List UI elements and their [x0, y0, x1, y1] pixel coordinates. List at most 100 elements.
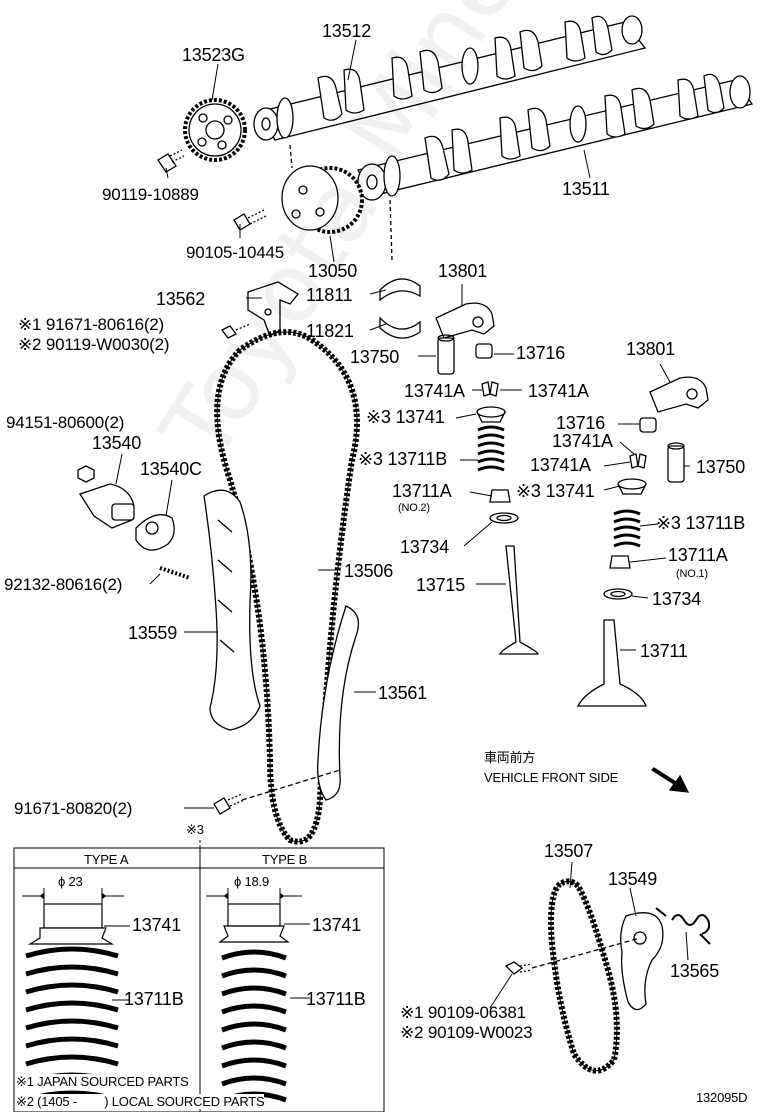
type-a-diameter: ϕ 23 — [58, 874, 83, 889]
label-13715: 13715 — [416, 575, 466, 595]
label-13741-upper: ※3 13741 — [366, 407, 445, 427]
label-13711: 13711 — [640, 641, 688, 661]
label-13801-lower: 13801 — [626, 339, 676, 359]
rocker-arm-13801-upper — [435, 302, 495, 339]
spring-retainer-13741-lower — [617, 478, 647, 495]
label-front-jp: 車両前方 — [484, 750, 536, 765]
label-13562: 13562 — [156, 289, 206, 309]
leader-lines — [115, 39, 690, 1009]
label-90109-W0023: ※2 90109-W0023 — [400, 1023, 533, 1042]
label-13540: 13540 — [92, 433, 142, 453]
label-13711A-upper: 13711A — [392, 481, 452, 501]
valve-spring-13711B-lower — [613, 509, 641, 548]
tensioner-spring-13565 — [655, 907, 711, 945]
label-13512: 13512 — [322, 21, 372, 41]
vvt-gear-13050 — [281, 144, 393, 261]
chain-slipper-13559 — [203, 489, 261, 731]
valve-seal-13734-lower — [603, 588, 633, 600]
lash-adjuster-13750-upper — [437, 334, 455, 375]
label-90109-06381: ※1 90109-06381 — [400, 1003, 526, 1022]
label-13511: 13511 — [562, 179, 610, 199]
label-note3: ※3 — [186, 822, 204, 837]
label-94151-80600: 94151-80600(2) — [6, 413, 125, 432]
bearing-11821 — [379, 316, 421, 339]
rocker-arm-13801-lower — [649, 376, 709, 413]
valve-keepers-13741A-lower — [629, 453, 647, 469]
label-13711B-upper: ※3 13711B — [358, 449, 448, 469]
camshaft-13511 — [357, 73, 754, 201]
bearing-11811 — [379, 278, 421, 302]
label-13734-upper: 13734 — [400, 537, 450, 557]
valve-cap-13716-lower — [639, 417, 657, 433]
spring-seat-13711A-lower — [609, 555, 631, 569]
diagram-id: 132095D — [696, 1090, 748, 1105]
label-13549: 13549 — [608, 869, 658, 889]
bolt-90119-10889 — [157, 149, 185, 173]
type-a-retainer-label: 13741 — [132, 915, 182, 935]
type-b-diameter: ϕ 18.9 — [234, 874, 269, 889]
valve-seal-13734-upper — [489, 512, 519, 524]
type-a-spring-label: 13711B — [124, 989, 184, 1009]
label-13523G: 13523G — [182, 45, 245, 65]
bolt-91671-80820 — [213, 769, 341, 815]
label-92132-80616: 92132-80616(2) — [4, 575, 123, 594]
footnote-japan-sourced: ※1 JAPAN SOURCED PARTS — [16, 1074, 189, 1089]
stud-92132-80616 — [159, 566, 191, 580]
label-90119-10889: 90119-10889 — [102, 185, 199, 204]
type-a-title: TYPE A — [84, 852, 129, 867]
nut-94151-80600 — [77, 465, 95, 483]
spring-retainer-13741-upper — [476, 406, 506, 423]
label-91671-80820: 91671-80820(2) — [14, 799, 133, 818]
label-13750-lower: 13750 — [696, 457, 746, 477]
exhaust-valve-13715 — [498, 545, 539, 655]
label-13734-lower: 13734 — [652, 589, 702, 609]
label-13741-lower: ※3 13741 — [516, 481, 595, 501]
label-91671-80616: ※1 91671-80616(2) — [18, 315, 165, 334]
label-90105-10445: 90105-10445 — [186, 243, 285, 262]
chain-tensioner-arm-13549 — [620, 912, 664, 1011]
oil-pump-chain-13507 — [548, 878, 620, 1074]
valve-keepers-13741A-upper — [481, 381, 499, 397]
type-a-drawing — [22, 888, 130, 1103]
label-13716-upper: 13716 — [516, 343, 566, 363]
label-13711A-no2: (NO.2) — [398, 502, 430, 514]
label-13741A-lower-2: 13741A — [530, 455, 591, 475]
label-13741A-lower-1: 13741A — [552, 431, 613, 451]
label-13559: 13559 — [128, 623, 178, 643]
label-13716-lower: 13716 — [556, 413, 606, 433]
label-13741A-upper-right: 13741A — [528, 381, 589, 401]
label-13750-upper: 13750 — [350, 347, 400, 367]
label-13741A-upper-left: 13741A — [404, 381, 465, 401]
type-table — [13, 840, 385, 1112]
label-11811: 11811 — [306, 285, 353, 305]
lash-adjuster-13750-lower — [667, 442, 685, 483]
vehicle-front-arrow — [650, 767, 690, 793]
label-13507: 13507 — [544, 841, 594, 861]
label-90119-W0030: ※2 90119-W0030(2) — [18, 335, 170, 354]
chain-damper-13561 — [317, 605, 360, 801]
intake-valve-13711 — [576, 619, 647, 707]
label-13050: 13050 — [308, 261, 358, 281]
chain-guide-bracket-13562 — [247, 281, 299, 337]
type-b-retainer-label: 13741 — [312, 915, 362, 935]
bolt-90109 — [504, 937, 641, 975]
label-13565: 13565 — [670, 961, 720, 981]
type-b-title: TYPE B — [262, 852, 308, 867]
label-13561: 13561 — [378, 683, 428, 703]
valve-spring-13711B-upper — [477, 425, 505, 472]
label-13506: 13506 — [344, 561, 394, 581]
valve-cap-13716-upper — [475, 343, 493, 359]
type-b-drawing — [206, 888, 310, 1103]
label-13801-upper: 13801 — [438, 261, 488, 281]
cam-sprocket-13523G — [183, 98, 247, 162]
chain-tensioner-13540 — [79, 483, 135, 529]
gasket-13540C — [135, 514, 175, 551]
label-13540C: 13540C — [140, 459, 202, 479]
type-b-spring-label: 13711B — [306, 989, 366, 1009]
label-13711A-lower: 13711A — [668, 545, 728, 565]
footnote-local-sourced: ※2 (1405 - ) LOCAL SOURCED PARTS — [16, 1094, 265, 1109]
bolt-91671-80616 — [221, 323, 251, 339]
label-11821: 11821 — [306, 321, 354, 341]
label-13711A-no1: (NO.1) — [676, 568, 708, 580]
